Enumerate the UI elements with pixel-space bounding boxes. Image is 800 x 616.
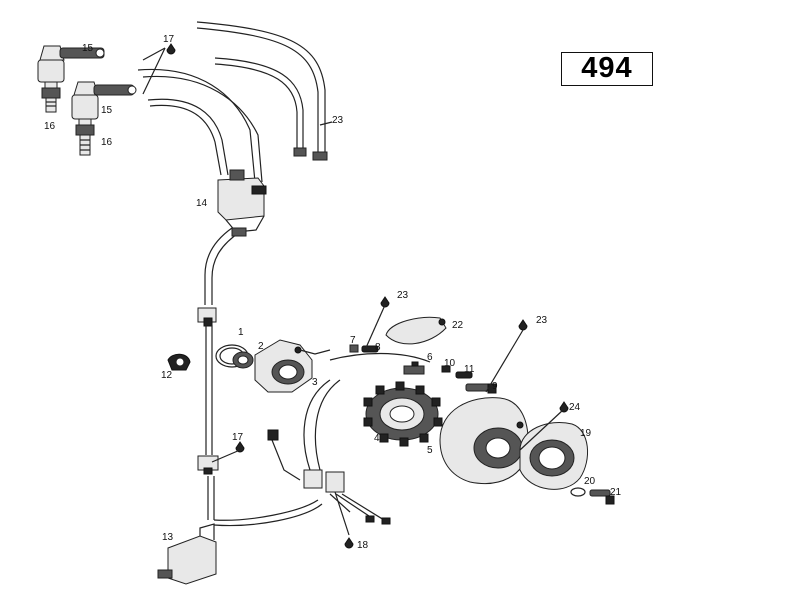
callout-15-lower: 15 — [101, 105, 113, 116]
wiring-harness — [197, 325, 391, 527]
callout-10: 10 — [444, 358, 456, 369]
callout-16-lower: 16 — [101, 137, 113, 148]
callout-23-right: 23 — [536, 315, 548, 326]
page-number-badge: 494 — [561, 52, 653, 86]
trigger-housing — [254, 339, 331, 393]
screw-10 — [441, 365, 451, 373]
wire-clamp — [167, 353, 191, 371]
callout-14: 14 — [196, 198, 208, 209]
callout-17-bottom: 18 — [357, 540, 369, 551]
spark-plug-lower — [75, 118, 95, 156]
stator-cover — [385, 316, 447, 345]
callout-labels: 15 17 16 15 16 23 14 23 23 22 1 2 7 8 6 … — [44, 34, 622, 551]
callout-13: 13 — [162, 532, 174, 543]
callout-2: 2 — [258, 341, 264, 352]
coil-connector — [197, 307, 217, 327]
wire-retainer — [403, 361, 425, 375]
washer — [570, 487, 586, 497]
callout-18: 19 — [580, 428, 592, 439]
ring-gear — [519, 422, 589, 490]
callout-9: 9 — [492, 381, 498, 392]
callout-23-left: 23 — [397, 290, 409, 301]
ignition-coil — [204, 169, 267, 305]
spark-plug-upper — [41, 81, 61, 113]
high-tension-wires — [196, 21, 333, 161]
screw-11 — [455, 371, 473, 379]
callout-20: 21 — [610, 487, 622, 498]
callout-3: 3 — [312, 377, 318, 388]
callout-5: 5 — [427, 445, 433, 456]
callout-12: 12 — [161, 370, 173, 381]
callout-16-upper: 16 — [44, 121, 56, 132]
bolt-20 — [589, 489, 615, 505]
flywheel — [439, 397, 529, 484]
spark-plug-cap-lower — [71, 81, 137, 120]
callout-4: 4 — [374, 433, 380, 444]
spark-plug-cap-upper — [37, 45, 105, 83]
cdi-module — [157, 523, 217, 585]
callout-21: 23 — [332, 115, 344, 126]
callout-6: 6 — [427, 352, 433, 363]
callout-7: 7 — [350, 335, 356, 346]
coil-lead-wires — [137, 47, 263, 183]
callout-15-upper: 15 — [82, 43, 94, 54]
seal — [232, 351, 254, 369]
callout-24: 24 — [569, 402, 581, 413]
callout-19: 20 — [584, 476, 596, 487]
screw-7-8 — [349, 344, 379, 353]
leader-lines — [211, 304, 564, 536]
callout-1: 1 — [238, 327, 244, 338]
callout-8: 8 — [375, 342, 381, 353]
stator — [363, 381, 443, 447]
callout-11: 11 — [464, 364, 475, 375]
callout-22: 22 — [452, 320, 464, 331]
callout-17-top: 17 — [163, 34, 175, 45]
callout-17-mid: 17 — [232, 432, 244, 443]
bolt-9 — [465, 383, 497, 394]
